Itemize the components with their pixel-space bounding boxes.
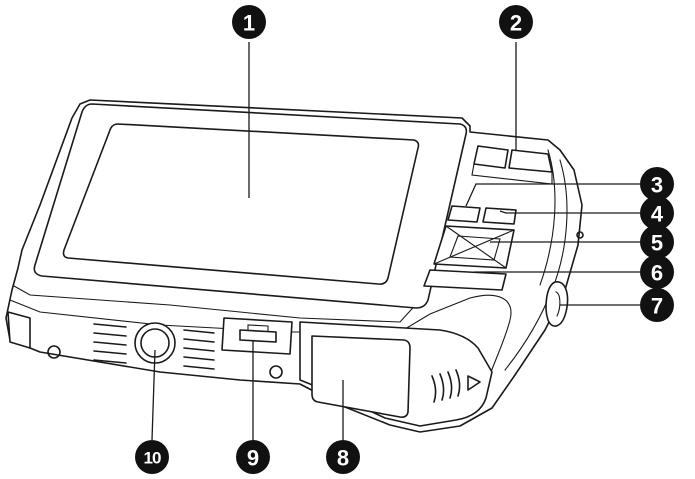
strap-lug-hole — [555, 291, 561, 317]
speaker-grille-left — [93, 323, 127, 364]
callout-8: 8 — [326, 440, 360, 474]
usb-cover — [221, 317, 293, 355]
button-6 — [423, 269, 507, 291]
battery-door-arrow-icon — [467, 375, 481, 391]
callout-9-label: 9 — [247, 446, 259, 471]
nav-pad-inner — [449, 235, 501, 261]
back-plane-edge — [13, 285, 421, 323]
speaker-grille-right — [183, 329, 215, 370]
callout-9: 9 — [236, 440, 270, 474]
bottom-details — [93, 322, 215, 370]
strap-eyelet — [545, 281, 569, 327]
callout-6-label: 6 — [651, 261, 663, 286]
nav-pad-cross-b — [433, 229, 515, 265]
callout-3: 3 — [640, 167, 674, 201]
leader-4 — [499, 210, 640, 214]
callout-3-label: 3 — [651, 173, 663, 198]
tripod-socket — [134, 322, 176, 364]
side-indicator-hole — [576, 231, 584, 239]
callout-7-label: 7 — [651, 294, 663, 319]
left-screw-hole — [47, 345, 61, 359]
strap-lug — [545, 281, 569, 327]
leader-10 — [151, 349, 156, 441]
callout-10: 10 — [135, 440, 169, 474]
button-3 — [447, 205, 481, 223]
battery-door-grip — [431, 369, 461, 403]
callout-1: 1 — [232, 5, 266, 39]
callout-7: 7 — [640, 288, 674, 322]
callout-8-label: 8 — [337, 446, 349, 471]
zoom-buttons — [471, 145, 553, 185]
zoom-underside — [471, 163, 553, 185]
lcd-display — [33, 103, 468, 309]
callout-4-label: 4 — [651, 202, 664, 227]
callout-2: 2 — [499, 5, 533, 39]
right-side-inner — [539, 149, 556, 286]
usb-socket — [239, 329, 277, 343]
usb-socket-notch — [247, 324, 269, 332]
usb-port — [221, 317, 293, 379]
function-buttons — [447, 205, 517, 225]
callout-4: 4 — [640, 196, 674, 230]
callout-2-label: 2 — [510, 11, 522, 36]
nav-pad-cross-a — [445, 225, 507, 269]
left-side-cover — [7, 311, 31, 349]
callout-10-label: 10 — [144, 449, 161, 468]
left-side-details — [7, 231, 584, 359]
callout-5: 5 — [640, 225, 674, 259]
navigation-pad — [433, 225, 515, 269]
bottom-screw-hole — [269, 365, 283, 379]
zoom-button-right — [508, 149, 553, 173]
lcd-screen — [62, 123, 420, 285]
zoom-button-left — [473, 145, 509, 169]
leader-lines — [151, 42, 640, 441]
lower-buttons — [423, 269, 507, 291]
grip-curve — [469, 294, 512, 381]
battery-door-panel — [311, 335, 411, 418]
callout-6: 6 — [640, 255, 674, 289]
button-4 — [482, 207, 517, 225]
callout-1-label: 1 — [243, 11, 255, 36]
battery-compartment — [299, 321, 493, 427]
leader-3 — [465, 183, 640, 207]
callout-5-label: 5 — [651, 231, 663, 256]
